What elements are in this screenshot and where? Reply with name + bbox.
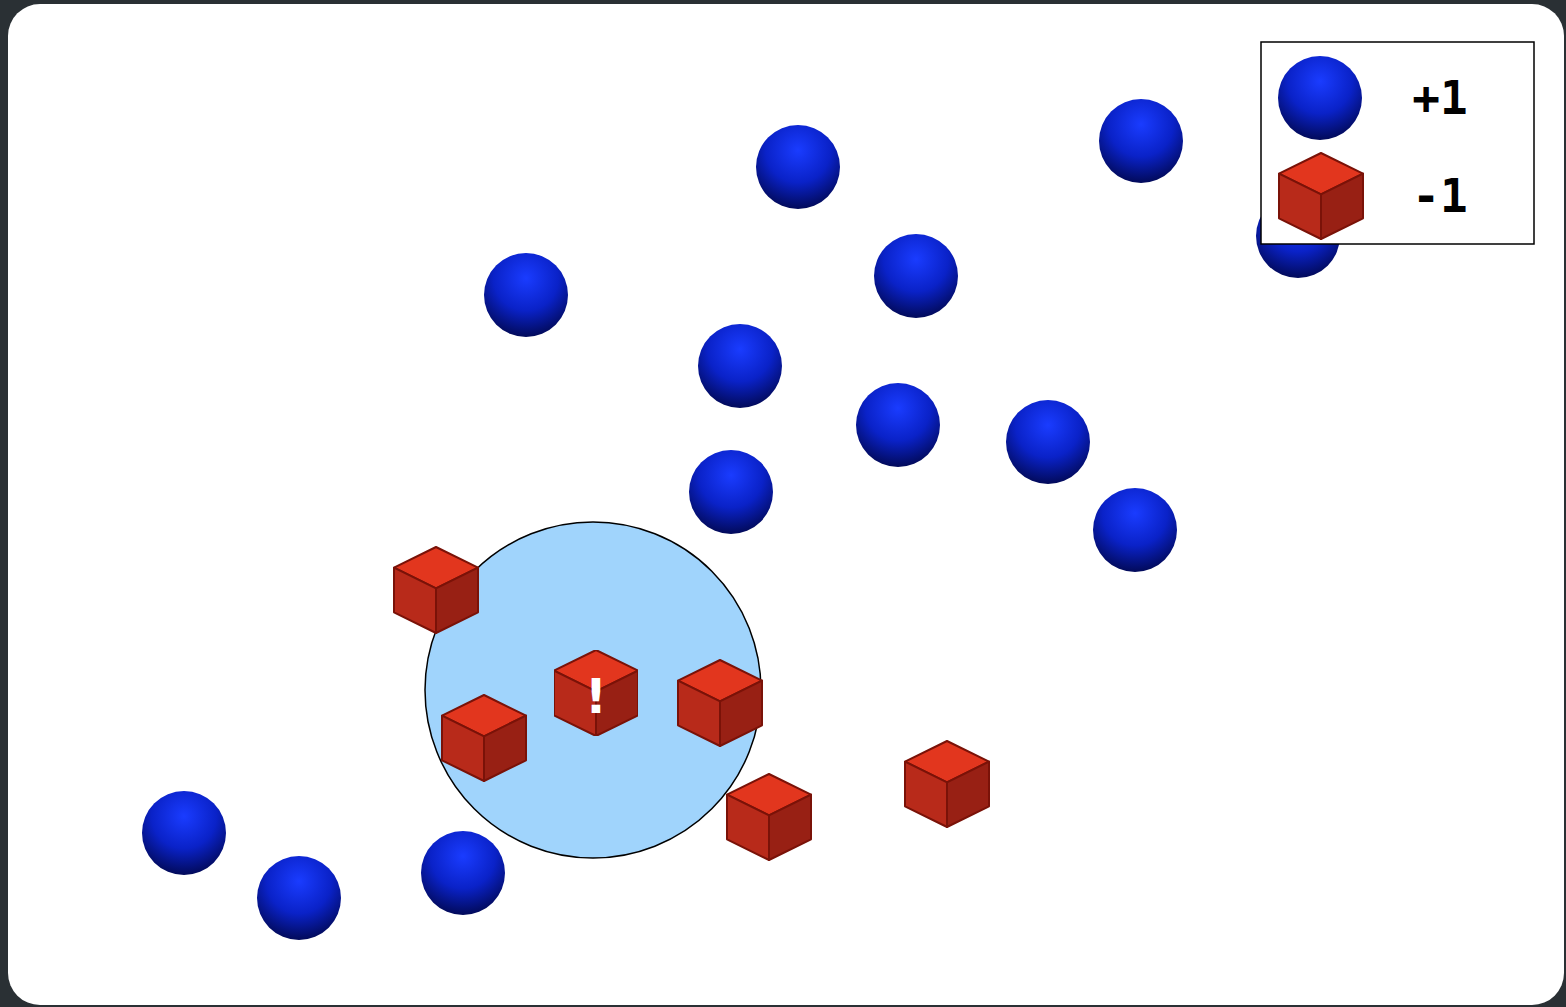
positive-ball [1099, 99, 1183, 183]
positive-ball [856, 383, 940, 467]
query-cube: ! [554, 650, 638, 736]
cube-face [436, 568, 478, 633]
neighbourhood-circle [425, 522, 761, 858]
legend-label: -1 [1412, 173, 1467, 219]
cube-face [1279, 174, 1321, 239]
positive-ball [1006, 400, 1090, 484]
positive-ball [1093, 488, 1177, 572]
query-mark: ! [585, 672, 607, 720]
positive-ball [698, 324, 782, 408]
positive-ball [756, 125, 840, 209]
cube-face [769, 795, 811, 860]
positive-ball [257, 856, 341, 940]
cube [442, 695, 526, 781]
cube [394, 547, 478, 633]
panel [8, 4, 1564, 1005]
positive-ball [142, 791, 226, 875]
positive-ball [689, 450, 773, 534]
cube-face [720, 681, 762, 746]
cube-face [678, 681, 720, 746]
cube [905, 741, 989, 827]
cube [554, 650, 638, 736]
cube-face [947, 762, 989, 827]
cube [727, 774, 811, 860]
positive-ball [874, 234, 958, 318]
cube-face [905, 762, 947, 827]
legend-ball [1278, 56, 1362, 140]
legend-box [1261, 42, 1534, 244]
positive-ball [484, 253, 568, 337]
cube [678, 660, 762, 746]
cube-face [442, 716, 484, 781]
cube-face [484, 716, 526, 781]
cube-face [394, 568, 436, 633]
cube [1279, 153, 1363, 239]
positive-ball [421, 831, 505, 915]
cube-face [1321, 174, 1363, 239]
cube-face [727, 795, 769, 860]
legend-label: +1 [1412, 75, 1467, 121]
